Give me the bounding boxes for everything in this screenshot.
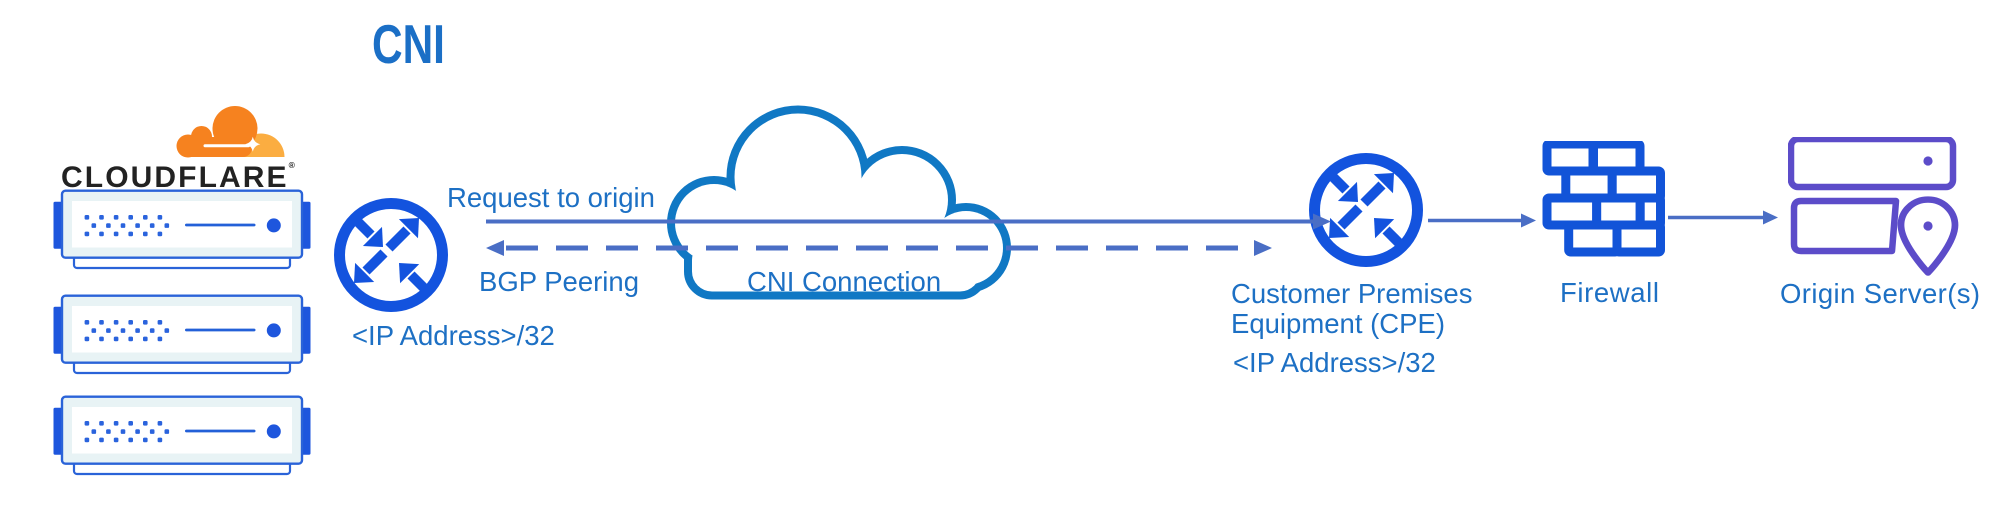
edge-router-icon bbox=[334, 198, 448, 312]
firewall-to-origin-arrow bbox=[1668, 210, 1778, 225]
registered-mark: ® bbox=[288, 160, 295, 170]
firewall-icon bbox=[1542, 141, 1665, 257]
request-to-origin-label: Request to origin bbox=[447, 182, 655, 213]
cni-connection-label: CNI Connection bbox=[747, 266, 942, 297]
cpe-router-icon bbox=[1309, 153, 1423, 267]
origin-servers-icon bbox=[1788, 137, 1959, 276]
origin-servers-label: Origin Server(s) bbox=[1780, 278, 1981, 309]
cpe-label-line2: Equipment (CPE) bbox=[1231, 308, 1445, 339]
location-pin-icon bbox=[1897, 196, 1959, 276]
bgp-arrow bbox=[486, 240, 1272, 256]
cpe-ip-label: <IP Address>/32 bbox=[1233, 347, 1436, 378]
cloudflare-wordmark: CLOUDFLARE® bbox=[61, 161, 295, 193]
diagram-title: CNI bbox=[372, 13, 445, 75]
firewall-label: Firewall bbox=[1560, 277, 1660, 308]
cloudflare-wordmark-text: CLOUDFLARE bbox=[61, 161, 289, 194]
edge-router-ip-label: <IP Address>/32 bbox=[352, 320, 555, 351]
cpe-label-line1: Customer Premises bbox=[1231, 278, 1473, 309]
cni-cloud-icon bbox=[667, 105, 1011, 300]
cloudflare-logo-icon bbox=[176, 106, 285, 158]
bgp-peering-label: BGP Peering bbox=[479, 266, 640, 297]
request-arrow bbox=[486, 213, 1331, 230]
cpe-to-firewall-arrow bbox=[1428, 213, 1536, 228]
